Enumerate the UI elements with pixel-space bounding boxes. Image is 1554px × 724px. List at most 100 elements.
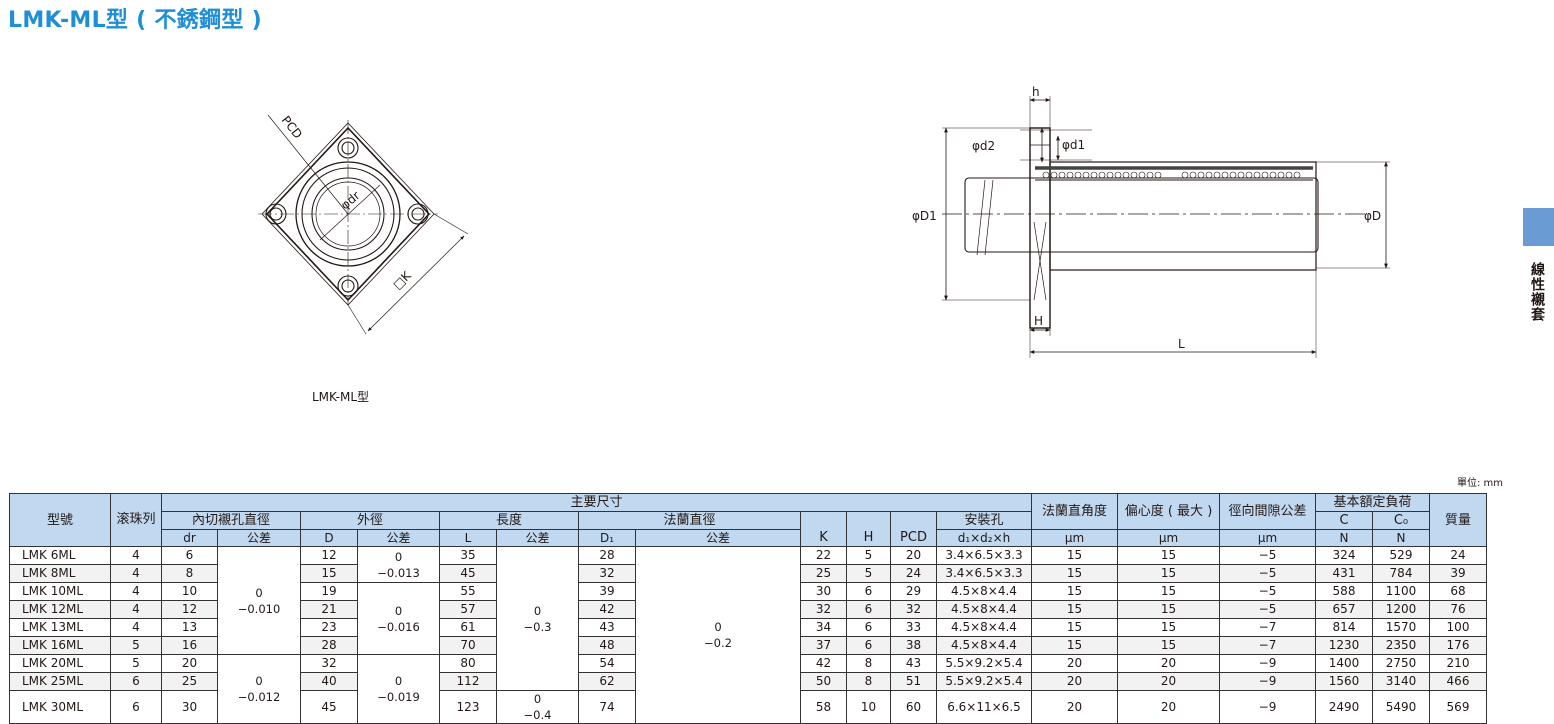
balls-cell: 5 [110, 654, 162, 673]
D-label: φD [1364, 209, 1381, 223]
header-flange-diameter: 法蘭直徑 [578, 511, 801, 530]
h-cell: 8 [846, 672, 891, 691]
mount-hole-cell: 5.5×9.2×5.4 [936, 672, 1032, 691]
mount-hole-cell: 4.5×8×4.4 [936, 600, 1032, 619]
flange-diameter-cell: 48 [578, 636, 636, 655]
balls-cell: 5 [110, 636, 162, 655]
eccentricity-cell: 20 [1117, 672, 1220, 691]
tolerance-lower: −0.019 [377, 690, 420, 704]
tolerance-upper: 0 [394, 603, 403, 618]
tolerance-upper: 0 [394, 549, 403, 564]
flange-diameter-cell: 32 [578, 564, 636, 583]
h-cell: 6 [846, 582, 891, 601]
balls-cell: 4 [110, 546, 162, 565]
mount-hole-cell: 3.4×6.5×3.3 [936, 546, 1032, 565]
dr-tolerance-cell: 0−0.012 [217, 654, 301, 724]
radial-clearance-cell: −9 [1219, 654, 1316, 673]
mass-cell: 466 [1429, 672, 1487, 691]
shaft [964, 177, 1319, 253]
balls-cell: 6 [110, 672, 162, 691]
header-eccentricity: 偏心度 ( 最大 ) [1117, 493, 1220, 530]
header-h: H [846, 511, 891, 547]
header-c0-unit: N [1372, 529, 1430, 547]
side-tab-marker [1523, 208, 1554, 246]
radial-clearance-cell: −5 [1219, 564, 1316, 583]
pcd-cell: 33 [890, 618, 937, 637]
header-inner-diameter: 內切襯孔直徑 [161, 511, 301, 530]
flange-diameter-cell: 42 [578, 600, 636, 619]
header-c0: C₀ [1372, 511, 1430, 530]
tolerance-lower: −0.016 [377, 619, 420, 634]
header-dr-tolerance: 公差 [217, 529, 301, 547]
flange-diameter-cell: 43 [578, 618, 636, 637]
balls-cell: 4 [110, 564, 162, 583]
outer-diameter-cell: 15 [300, 564, 358, 583]
side-view [942, 96, 1390, 358]
perpendicularity-cell: 15 [1031, 618, 1118, 637]
dynamic-load-cell: 1230 [1315, 636, 1373, 655]
tolerance-lower: −0.4 [523, 708, 552, 722]
k-cell: 37 [800, 636, 847, 655]
mount-hole-cell: 4.5×8×4.4 [936, 636, 1032, 655]
mount-hole-cell: 5.5×9.2×5.4 [936, 654, 1032, 673]
radial-clearance-cell: −9 [1219, 672, 1316, 691]
dr-cell: 13 [161, 618, 218, 637]
balls-cell: 4 [110, 582, 162, 601]
model-cell: LMK 16ML [9, 636, 111, 655]
perpendicularity-cell: 15 [1031, 582, 1118, 601]
static-load-cell: 1100 [1372, 582, 1430, 601]
unit-label: 單位: mm [1457, 478, 1504, 489]
radial-clearance-cell: −5 [1219, 582, 1316, 601]
eccentricity-cell: 15 [1117, 582, 1220, 601]
eccentricity-cell: 20 [1117, 690, 1220, 724]
dr-cell: 6 [161, 546, 218, 565]
h-cell: 5 [846, 564, 891, 583]
length-cell: 70 [439, 636, 497, 655]
h-cell: 6 [846, 600, 891, 619]
dynamic-load-cell: 324 [1315, 546, 1373, 565]
model-cell: LMK 10ML [9, 582, 111, 601]
length-cell: 61 [439, 618, 497, 637]
header-mount-hole: 安裝孔 [936, 511, 1032, 530]
radial-clearance-cell: −5 [1219, 546, 1316, 565]
dr-cell: 30 [161, 690, 218, 724]
dynamic-load-cell: 588 [1315, 582, 1373, 601]
pcd-cell: 20 [890, 546, 937, 565]
static-load-cell: 5490 [1372, 690, 1430, 724]
tolerance-lower: −0.010 [237, 601, 281, 616]
k-cell: 32 [800, 600, 847, 619]
dynamic-load-cell: 2490 [1315, 690, 1373, 724]
length-cell: 112 [439, 672, 497, 691]
mount-hole-cell: 4.5×8×4.4 [936, 582, 1032, 601]
k-cell: 22 [800, 546, 847, 565]
model-cell: LMK 6ML [9, 546, 111, 565]
static-load-cell: 529 [1372, 546, 1430, 565]
header-balls: 滚珠列 [110, 493, 162, 547]
balls-cell: 4 [110, 600, 162, 619]
tolerance-lower: −0.012 [237, 690, 281, 704]
tolerance-lower: −0.013 [377, 565, 420, 580]
perpendicularity-cell: 20 [1031, 654, 1118, 673]
D1-tolerance-cell: 0−0.2 [635, 546, 801, 724]
h-cell: 10 [846, 690, 891, 724]
k-cell: 25 [800, 564, 847, 583]
mount-hole-cell: 6.6×11×6.5 [936, 690, 1032, 724]
spec-table: 型號 滚珠列 主要尺寸 法蘭直角度 偏心度 ( 最大 ) 徑向間隙公差 基本額定… [9, 493, 1487, 724]
h-cell: 8 [846, 654, 891, 673]
bushing-body [1049, 161, 1317, 271]
dynamic-load-cell: 1560 [1315, 672, 1373, 691]
ball-row [1042, 171, 1301, 179]
mass-cell: 100 [1429, 618, 1487, 637]
pcd-cell: 38 [890, 636, 937, 655]
eccentricity-cell: 15 [1117, 636, 1220, 655]
flange-diameter-cell: 74 [578, 690, 636, 724]
balls-cell: 6 [110, 690, 162, 724]
dynamic-load-cell: 431 [1315, 564, 1373, 583]
eccentricity-cell: 20 [1117, 654, 1220, 673]
length-cell: 57 [439, 600, 497, 619]
